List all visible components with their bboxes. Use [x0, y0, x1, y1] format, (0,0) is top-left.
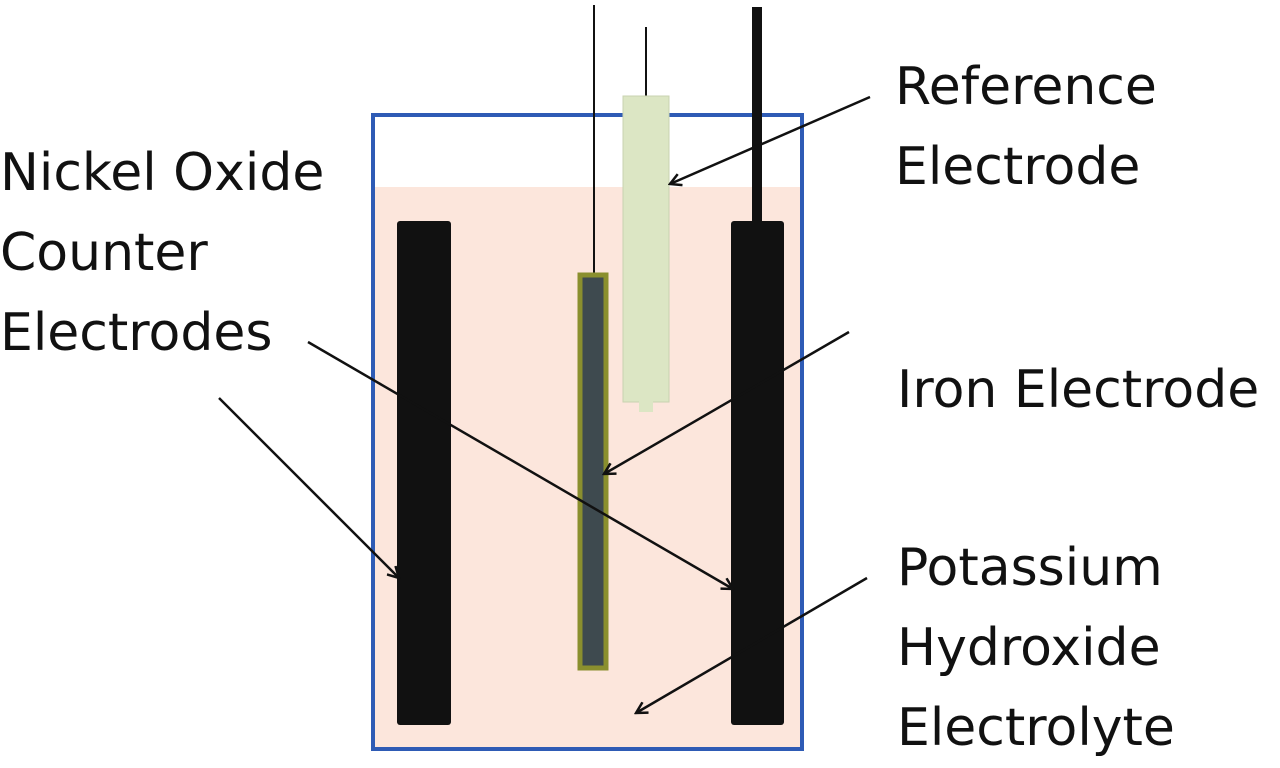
- arrow-electrolyte: [636, 576, 868, 713]
- arrow-counter-left: [218, 397, 399, 578]
- reference-electrode-label-line-2: Electrode: [895, 137, 1141, 197]
- reference-electrode-label: Reference Electrode: [895, 47, 1157, 207]
- electrolyte-label-line-1: Potassium: [897, 538, 1163, 598]
- counter-electrodes-label-line-3: Electrodes: [0, 303, 273, 363]
- iron-electrode-label: Iron Electrode: [897, 350, 1259, 430]
- arrow-counter-right: [307, 340, 733, 589]
- reference-electrode-tip: [639, 401, 653, 412]
- counter-electrode-left: [397, 221, 451, 725]
- counter-electrode-right: [731, 221, 784, 725]
- electrolyte-label: Potassium Hydroxide Electrolyte: [897, 528, 1175, 768]
- iron-electrode-label-line-1: Iron Electrode: [897, 360, 1260, 420]
- cell-container: [371, 113, 804, 751]
- reference-electrode-label-line-1: Reference: [895, 57, 1157, 117]
- counter-electrodes-label-line-2: Counter: [0, 223, 208, 283]
- electrolyte-label-line-2: Hydroxide: [897, 618, 1161, 678]
- iron-electrode: [577, 272, 609, 671]
- reference-electrode: [622, 95, 670, 403]
- electrolyte-label-line-3: Electrolyte: [897, 698, 1175, 758]
- arrow-iron: [604, 330, 850, 474]
- counter-electrodes-label-line-1: Nickel Oxide: [0, 143, 325, 203]
- arrow-reference: [670, 95, 871, 184]
- counter-electrodes-label: Nickel Oxide Counter Electrodes: [0, 133, 324, 373]
